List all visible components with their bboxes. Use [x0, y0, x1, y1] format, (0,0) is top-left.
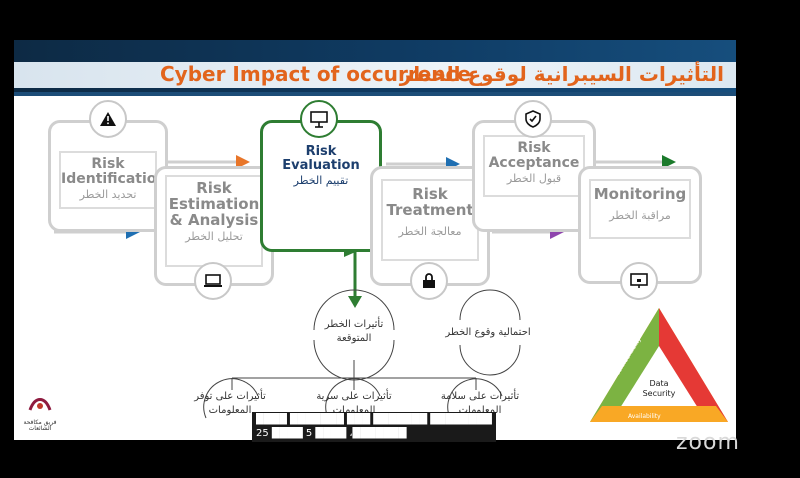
caption-line-2: 25 ████ 5 ████ ،███████ — [256, 428, 407, 439]
title-bar — [14, 62, 736, 88]
arrow-darkgreen-icon — [662, 155, 676, 169]
step-label: Monitoring مراقبة الخطر — [589, 179, 691, 239]
lock-icon — [410, 262, 448, 300]
step-label: Risk Estimation & Analysis تحليل الخطر — [165, 175, 263, 267]
presentation-icon — [300, 100, 338, 138]
step-english-label: Risk Acceptance — [488, 140, 580, 171]
presentation-slide: Cyber Impact of occurrence التأثيرات الس… — [14, 40, 736, 440]
warning-icon — [89, 100, 127, 138]
triangle-center-label: Data — [649, 379, 668, 388]
step-english-label: Risk Estimation & Analysis — [168, 179, 260, 229]
step-arabic-label: قبول الخطر — [506, 172, 562, 186]
tree-side-node: احتمالية وقوع الخطر — [445, 327, 531, 338]
step-arabic-label: تحديد الخطر — [79, 188, 137, 202]
header-divider — [14, 92, 736, 96]
zoom-watermark: zoom — [676, 430, 740, 455]
step-label: Risk Treatment معالجة الخطر — [381, 179, 479, 261]
step-arabic-label: تقييم الخطر — [293, 174, 349, 188]
arrow-down-icon — [348, 296, 362, 308]
logo-text: فريق مكافحة الشائعات — [23, 419, 57, 432]
caption-line-1: ████ ███████ ███ ███████ █████████ ███ █… — [256, 414, 492, 425]
subtitle-caption: ████ ███████ ███ ███████ █████████ ███ █… — [252, 412, 496, 442]
shield-check-icon — [514, 100, 552, 138]
tree-root-node: تأثيرات الخطر المتوقعة — [324, 319, 384, 344]
organization-logo: فريق مكافحة الشائعات — [18, 392, 62, 436]
step-label: Risk Acceptance قبول الخطر — [483, 135, 585, 197]
slide-title-english: Cyber Impact of occurrence — [160, 62, 471, 86]
logo-mark-icon — [28, 398, 52, 411]
step-risk-identification: Risk Identification تحديد الخطر — [48, 120, 168, 232]
tree-child-availability: تأثيرات على توفر المعلومات — [194, 391, 266, 416]
step-label: Risk Evaluation تقييم الخطر — [271, 139, 371, 203]
tree-child-confidentiality: تأثيرات على سرية المعلومات — [316, 391, 392, 416]
arrow-orange-icon — [236, 155, 250, 169]
step-monitoring: Monitoring مراقبة الخطر — [578, 166, 702, 284]
step-english-label: Risk Identification — [61, 156, 167, 187]
monitor-lock-icon — [620, 262, 658, 300]
step-english-label: Monitoring — [593, 185, 687, 203]
step-label: Risk Identification تحديد الخطر — [59, 151, 167, 209]
step-risk-evaluation: Risk Evaluation تقييم الخطر — [260, 120, 382, 252]
step-arabic-label: تحليل الخطر — [185, 230, 243, 244]
step-arabic-label: مراقبة الخطر — [609, 208, 671, 222]
step-english-label: Risk Treatment — [386, 185, 474, 219]
laptop-icon — [194, 262, 232, 300]
cia-triangle: Data Security Confidentiality Integrity … — [590, 308, 728, 422]
triangle-center-label-2: Security — [643, 389, 676, 398]
step-risk-estimation: Risk Estimation & Analysis تحليل الخطر — [154, 166, 274, 286]
triangle-side-availability: Availability — [628, 413, 661, 420]
step-arabic-label: معالجة الخطر — [398, 224, 462, 238]
tree-child-integrity: تأثيرات على سلامة المعلومات — [440, 391, 520, 416]
step-english-label: Risk Evaluation — [282, 144, 360, 173]
slide-title-arabic: التأثيرات السيبرانية لوقوع الخطر — [399, 62, 724, 86]
